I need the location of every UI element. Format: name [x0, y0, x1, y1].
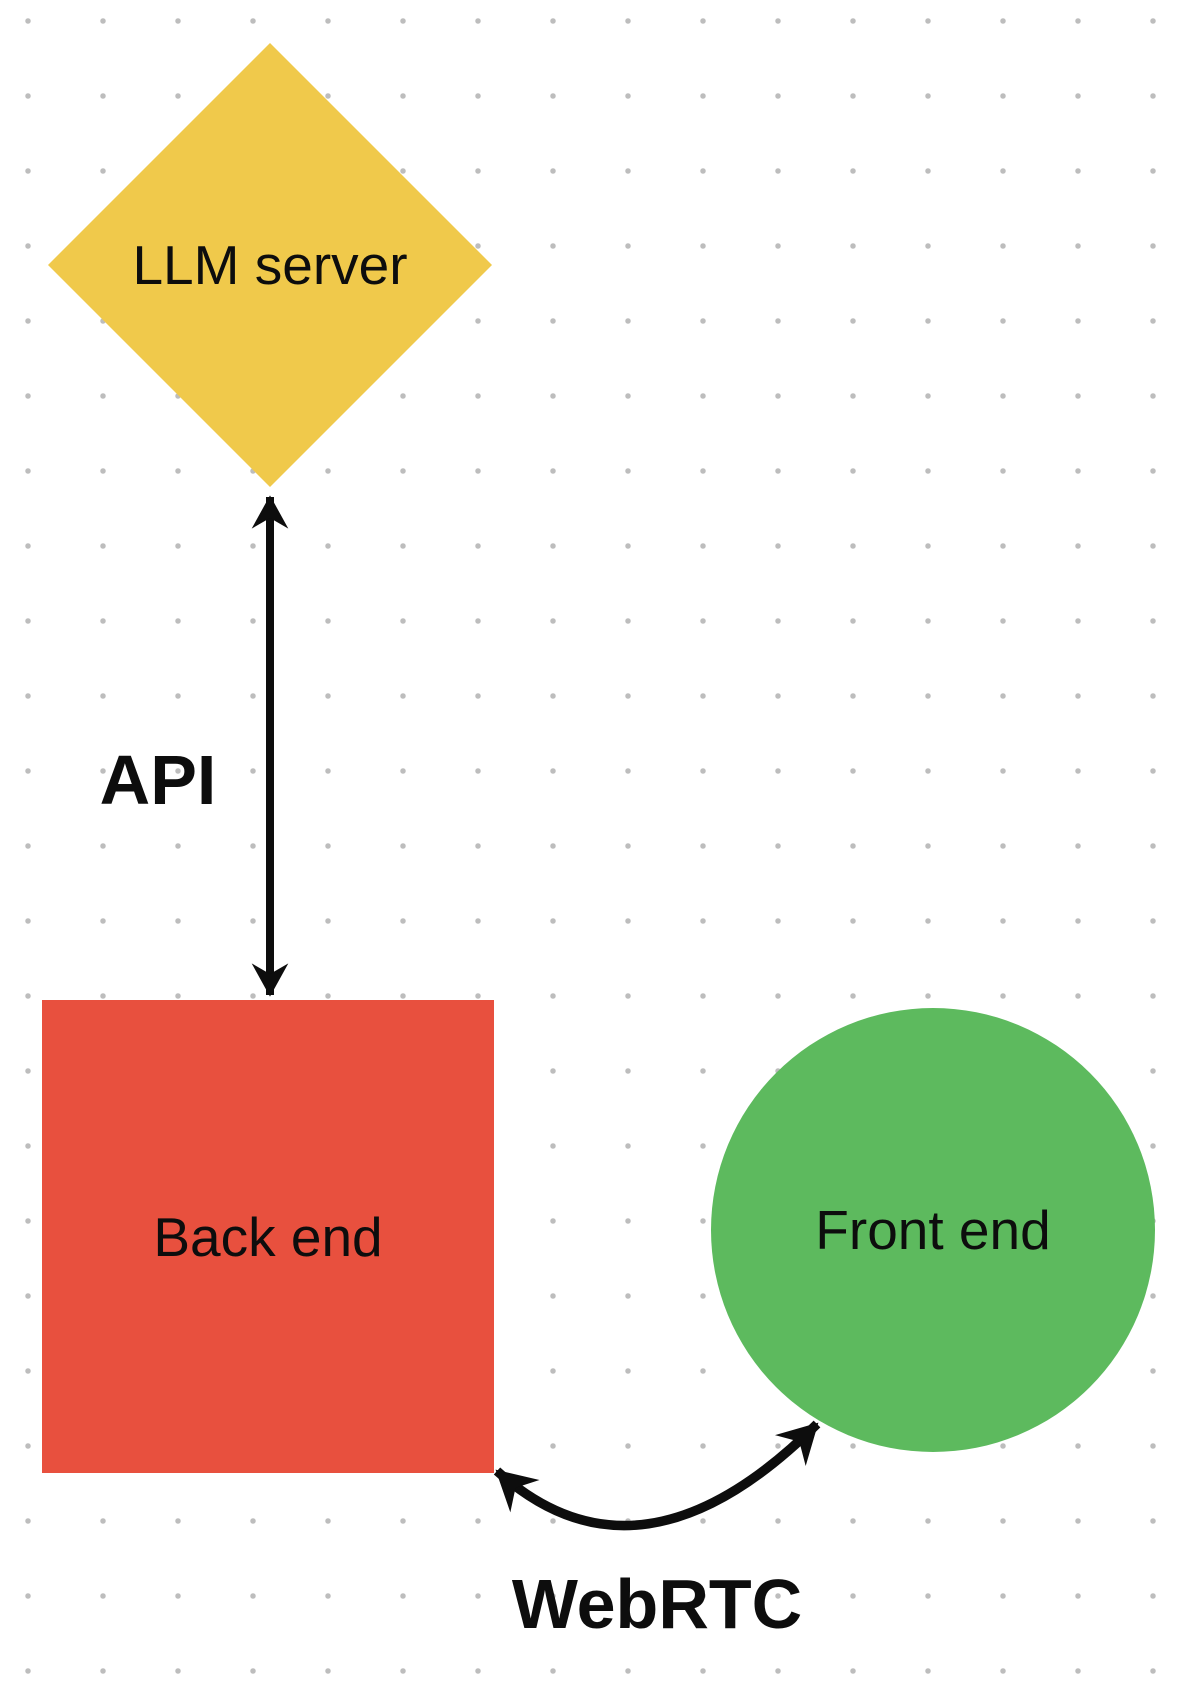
node-back-end-label: Back end	[153, 1205, 383, 1268]
edge-webrtc-arrow[interactable]	[493, 1420, 821, 1531]
node-back-end[interactable]: Back end	[42, 1000, 494, 1473]
edge-label-webrtc: WebRTC	[511, 1565, 803, 1643]
edge-label-api: API	[99, 741, 217, 819]
node-llm-server-label: LLM server	[132, 234, 408, 296]
node-front-end-label: Front end	[815, 1199, 1051, 1261]
node-front-end[interactable]: Front end	[711, 1008, 1155, 1452]
